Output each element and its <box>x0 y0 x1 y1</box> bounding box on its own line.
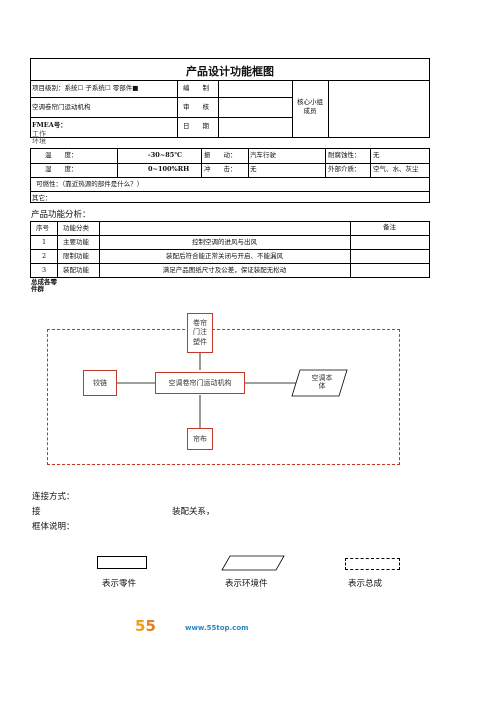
vibration-label: 振 动： <box>204 151 237 159</box>
func-header-remark: 备注 <box>383 223 396 231</box>
fmea-number: FMEA号： <box>32 121 67 129</box>
table-row-1-type: 主要功能 <box>63 238 89 246</box>
humidity-value: 0~100%RH <box>148 165 190 173</box>
page-title: 产品设计功能框图 <box>186 65 274 78</box>
connect-word: 接 <box>32 507 41 517</box>
temp-value: -30~85℃ <box>148 151 183 159</box>
product-name: 空调卷帘门运动机构 <box>32 103 91 111</box>
part-top-box: 卷帘门注塑件 <box>187 313 213 353</box>
core-team-label: 核心小组成员 <box>297 98 323 116</box>
table-row-2-no: 2 <box>42 252 47 260</box>
part-top-label: 卷帘门注塑件 <box>193 319 207 346</box>
corrosion-label: 耐腐蚀性： <box>328 151 361 159</box>
table-row-3-no: 3 <box>42 266 47 274</box>
legend-env-shape <box>221 555 285 571</box>
table-row-2-desc: 装配后符合能正常关闭与开启、不能漏风 <box>166 252 283 260</box>
watermark-icon: 55 <box>135 617 156 635</box>
assembly-label: 总成各零件群 <box>31 278 57 294</box>
other-label: 其它： <box>32 194 52 202</box>
vibration-value: 汽车行驶 <box>250 151 276 159</box>
part-center-box: 空调卷帘门运动机构 <box>155 372 245 394</box>
project-level: 项目级别：系统☐ 子系统☐ 零部件■ <box>32 84 139 92</box>
medium-label: 外部介质： <box>328 165 361 173</box>
part-left-label: 铰链 <box>93 379 107 387</box>
temp-label: 温 度： <box>45 151 78 159</box>
header-table <box>30 58 430 138</box>
func-header-no: 序号 <box>36 224 49 232</box>
env-right-label: 空调本体 <box>300 374 344 391</box>
env-right-text: 空调本体 <box>311 374 333 391</box>
legend-part-box <box>97 556 147 569</box>
part-bottom-label: 帘布 <box>193 435 207 443</box>
table-row-3-type: 装配功能 <box>63 266 89 274</box>
legend-env-label: 表示环境件 <box>225 579 268 589</box>
part-center-label: 空调卷帘门运动机构 <box>168 379 232 387</box>
impact-value: 无 <box>250 165 257 173</box>
compile-label: 编 制 <box>183 84 209 92</box>
frame-desc: 框体说明： <box>32 522 75 532</box>
func-heading: 产品功能分析： <box>31 210 91 220</box>
table-row-2-type: 限制功能 <box>63 252 89 260</box>
legend-part-label: 表示零件 <box>102 579 137 589</box>
env-table <box>30 148 430 203</box>
table-row-1-no: 1 <box>42 238 47 246</box>
assembly-frame <box>47 329 400 465</box>
table-row-1-desc: 控制空调的进风与出风 <box>192 238 257 246</box>
assembly-relation: 装配关系， <box>172 507 215 517</box>
connection-label: 连接方式： <box>32 492 75 502</box>
table-row-3-desc: 满足产品图纸尺寸及公差，保证装配无松动 <box>162 266 287 274</box>
date-label: 日 期 <box>183 122 209 130</box>
medium-value: 空气、水、灰尘 <box>373 165 419 173</box>
part-bottom-box: 帘布 <box>187 428 213 450</box>
env-heading: 工作环境 <box>32 130 46 145</box>
part-left-box: 铰链 <box>83 370 117 396</box>
corrosion-value: 无 <box>373 151 380 159</box>
review-label: 审 核 <box>183 103 209 111</box>
impact-label: 冲 击： <box>204 165 237 173</box>
legend-assembly-box <box>345 558 400 570</box>
watermark-logo: 55 www.55top.com <box>135 615 265 637</box>
legend-assembly-label: 表示总成 <box>348 579 383 589</box>
func-header-type: 功能分类 <box>63 224 89 232</box>
humidity-label: 湿 度： <box>45 165 78 173</box>
flammability-label: 可燃性：（靠近热源的部件是什么？） <box>36 180 144 188</box>
watermark-text: www.55top.com <box>185 624 249 632</box>
